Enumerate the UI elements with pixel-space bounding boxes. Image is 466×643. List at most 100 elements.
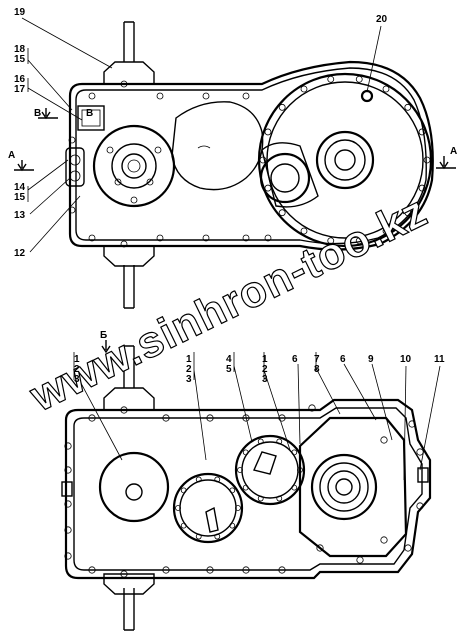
bottom-bolt-24 <box>380 436 388 444</box>
callout-c1a: 1 <box>74 354 80 365</box>
top-view <box>65 21 434 309</box>
aux-bearing <box>259 152 311 204</box>
leader-6b <box>343 363 377 421</box>
callout-l12: 12 <box>14 248 26 259</box>
idler-gear-cover <box>171 101 264 191</box>
top-housing-inner <box>75 67 427 245</box>
bottom-bolt-14 <box>64 552 72 560</box>
bottom-bolt-2 <box>206 414 214 422</box>
mid-cover-bolt-7 <box>195 476 202 483</box>
main-bearing-ring1 <box>319 462 369 512</box>
bottom-view <box>61 345 432 631</box>
callout-l16: 16 <box>14 74 26 85</box>
callout-c3b: 3 <box>186 374 192 385</box>
leader-10 <box>403 365 407 481</box>
bottom-bolt-25 <box>316 544 324 552</box>
top-bolt-8 <box>264 234 272 242</box>
bottom-bolt-13 <box>64 526 72 534</box>
cover-bolt-13 <box>327 75 335 83</box>
callout-l15a: 15 <box>14 54 26 65</box>
callout-lA2: А <box>450 146 457 157</box>
top-bolt-13 <box>130 196 138 204</box>
input-hub <box>121 153 147 179</box>
top-bolt-6 <box>202 234 210 242</box>
cover-bolt-2 <box>404 209 412 217</box>
top-bolt-3 <box>242 92 250 100</box>
leader-14-15 <box>27 159 69 202</box>
cover-bolt-8 <box>264 184 272 192</box>
top-shaft-lower <box>123 265 135 309</box>
cover-bolt-10 <box>264 128 272 136</box>
left-cover <box>98 451 170 523</box>
section-arrow-B <box>38 108 58 120</box>
large-gear-cover-inner <box>266 81 424 239</box>
callout-c8: 8 <box>314 364 320 375</box>
cover-bolt-7 <box>278 209 286 217</box>
bottom-bolt-8 <box>242 566 250 574</box>
callout-c3c: 3 <box>262 374 268 385</box>
middle-cover-inner <box>179 479 237 537</box>
bottom-housing-outline <box>64 398 432 580</box>
callout-lA1: А <box>8 150 15 161</box>
bottom-bolt-11 <box>64 466 72 474</box>
callout-lBe: Б <box>100 330 107 341</box>
callout-c10: 10 <box>400 354 412 365</box>
cover-bolt-1 <box>418 184 426 192</box>
callout-l13: 13 <box>14 210 26 221</box>
bottom-bolt-5 <box>88 566 96 574</box>
callout-c1c: 1 <box>262 354 268 365</box>
input-bore <box>127 159 141 173</box>
right-cover-bolt-7 <box>257 438 264 445</box>
bottom-bolt-20 <box>416 502 424 510</box>
callout-l14: 14 <box>14 182 26 193</box>
mid-cover-bolt-0 <box>235 505 241 511</box>
cover-bolt-14 <box>355 75 363 83</box>
top-flange-lower <box>103 245 155 267</box>
right-cover-bolt-8 <box>276 438 283 445</box>
main-bearing-ring2 <box>327 470 361 504</box>
bottom-bolt-holes <box>64 404 424 578</box>
leader-1-2-3-a <box>73 352 123 461</box>
cover-bolt-17 <box>418 128 426 136</box>
bottom-bolt-6 <box>162 566 170 574</box>
mid-cover-bolt-1 <box>229 522 236 529</box>
bottom-bolt-12 <box>64 500 72 508</box>
section-arrow-A-left <box>14 160 34 172</box>
idler-mark <box>197 145 211 149</box>
top-bolt-5 <box>156 234 164 242</box>
callout-c9: 9 <box>368 354 374 365</box>
side-tab-right <box>417 467 429 483</box>
mid-cover-bolt-6 <box>180 487 187 494</box>
bottom-bolt-15 <box>120 406 128 414</box>
cover-bolt-6 <box>300 227 308 235</box>
middle-cover-lever <box>205 506 219 533</box>
bottom-bolt-0 <box>88 414 96 422</box>
top-bolt-9 <box>68 136 76 144</box>
right-cover-window <box>253 451 277 475</box>
bottom-bolt-22 <box>356 556 364 564</box>
callout-c2b: 2 <box>186 364 192 375</box>
leader-18-15 <box>27 48 73 111</box>
main-cover-plate <box>298 416 408 558</box>
callout-l19: 19 <box>14 7 26 18</box>
cover-bolt-16 <box>404 103 412 111</box>
leader-12 <box>29 195 81 253</box>
section-arrow-A-right <box>436 156 456 170</box>
top-bolt-holes <box>68 75 431 248</box>
callout-c2c: 2 <box>262 364 268 375</box>
bottom-bolt-3 <box>242 414 250 422</box>
top-bolt-7 <box>242 234 250 242</box>
bottom-bolt-18 <box>408 420 416 428</box>
main-bearing <box>310 453 378 521</box>
callout-c2a: 2 <box>74 364 80 375</box>
bottom-bolt-4 <box>278 414 286 422</box>
bottom-shaft-lower <box>123 588 135 631</box>
callout-c5: 5 <box>226 364 232 375</box>
side-pad-hole-1 <box>69 154 81 166</box>
bottom-bolt-10 <box>64 442 72 450</box>
section-arrow-Be <box>101 340 111 354</box>
main-bearing-core <box>335 478 353 496</box>
top-flange-upper <box>103 61 155 85</box>
